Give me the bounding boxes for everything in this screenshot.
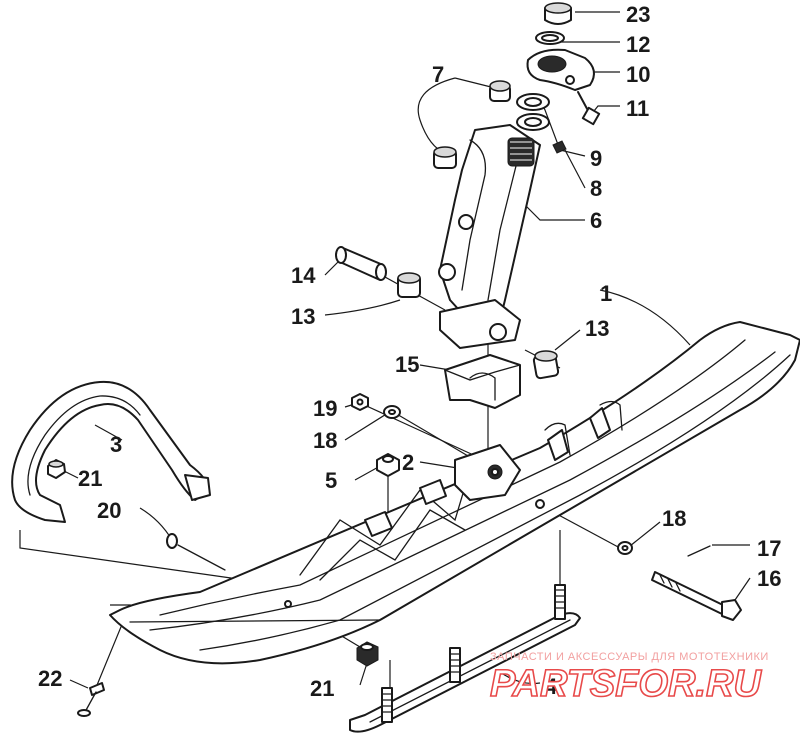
sleeve-14 xyxy=(335,246,387,281)
wear-bar xyxy=(349,584,581,733)
spindle xyxy=(438,124,541,349)
bushing-13-left xyxy=(397,272,421,298)
label-1: 1 xyxy=(600,281,612,306)
label-18-lower: 18 xyxy=(662,506,686,531)
steering-clamp xyxy=(526,48,595,91)
washer-18-lower xyxy=(617,541,633,555)
label-8: 8 xyxy=(590,176,602,201)
label-12: 12 xyxy=(626,32,650,57)
label-13-left: 13 xyxy=(291,304,315,329)
label-7: 7 xyxy=(432,62,444,87)
label-16: 16 xyxy=(757,566,781,591)
bolt-16 xyxy=(651,571,742,621)
washer-18-upper xyxy=(383,405,401,419)
ski-spindle-mount xyxy=(454,444,521,501)
bushing-13-right xyxy=(532,350,560,380)
screw-22 xyxy=(77,682,105,717)
watermark: ЗАПЧАСТИ И АКСЕССУАРЫ ДЛЯ МОТОТЕХНИКИ PA… xyxy=(489,651,769,706)
label-4: 4 xyxy=(545,674,558,699)
label-20: 20 xyxy=(97,498,121,523)
label-3: 3 xyxy=(110,432,122,457)
label-2: 2 xyxy=(402,450,414,475)
cotter-pin xyxy=(687,545,711,557)
label-22: 22 xyxy=(38,666,62,691)
nut-21-lower xyxy=(356,641,379,667)
label-23: 23 xyxy=(626,2,650,27)
snap-ring xyxy=(535,31,565,45)
label-17: 17 xyxy=(757,536,781,561)
label-15: 15 xyxy=(395,352,419,377)
bushing-7-upper xyxy=(489,80,511,102)
ski-runner xyxy=(109,321,800,665)
label-14: 14 xyxy=(291,263,316,288)
label-10: 10 xyxy=(626,62,650,87)
grease-fitting xyxy=(552,140,567,154)
clamp-bolt xyxy=(577,91,601,126)
label-9: 9 xyxy=(590,146,602,171)
watermark-brand: PARTSFOR.RU xyxy=(490,663,762,705)
label-21-upper: 21 xyxy=(78,466,102,491)
label-11: 11 xyxy=(626,96,649,121)
label-6: 6 xyxy=(590,208,602,233)
washers-9 xyxy=(516,93,550,131)
nut-21-front xyxy=(47,459,66,479)
spindle-cap xyxy=(544,2,572,25)
callout-labels: 23 12 10 11 7 9 8 6 14 13 1 13 15 19 18 … xyxy=(38,2,781,701)
label-5: 5 xyxy=(325,468,337,493)
nut-19 xyxy=(351,393,369,411)
watermark-tagline: ЗАПЧАСТИ И АКСЕССУАРЫ ДЛЯ МОТОТЕХНИКИ xyxy=(490,651,769,663)
label-21-lower: 21 xyxy=(310,676,334,701)
ski-damper xyxy=(444,354,521,409)
nut-5 xyxy=(376,453,400,477)
label-13-right: 13 xyxy=(585,316,609,341)
bolt-20 xyxy=(166,533,226,571)
label-19: 19 xyxy=(313,396,337,421)
bushing-7-lower xyxy=(433,146,457,169)
ski-handle-loop xyxy=(11,380,211,523)
label-18-upper: 18 xyxy=(313,428,337,453)
